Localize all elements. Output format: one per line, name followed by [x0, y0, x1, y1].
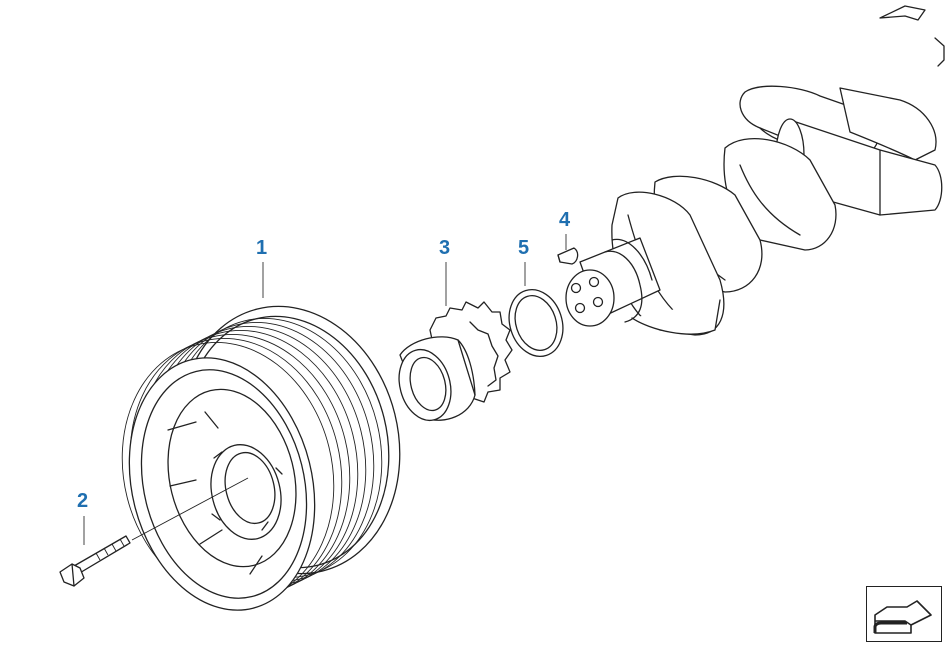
o-ring-part[interactable] — [501, 283, 571, 364]
callout-3[interactable]: 3 — [439, 237, 451, 259]
return-button[interactable] — [866, 586, 942, 642]
callout-2[interactable]: 2 — [77, 490, 89, 512]
woodruff-key-part[interactable] — [557, 247, 579, 265]
return-arrow-icon — [873, 600, 932, 634]
callout-1[interactable]: 1 — [256, 237, 268, 259]
pulley-part[interactable] — [95, 283, 427, 630]
sprocket-part[interactable] — [392, 301, 513, 426]
bolt-part[interactable] — [59, 535, 131, 587]
crankshaft-part[interactable] — [565, 5, 945, 336]
callout-4[interactable]: 4 — [559, 209, 571, 231]
callout-5[interactable]: 5 — [518, 237, 530, 259]
axis-center-line — [131, 477, 249, 541]
